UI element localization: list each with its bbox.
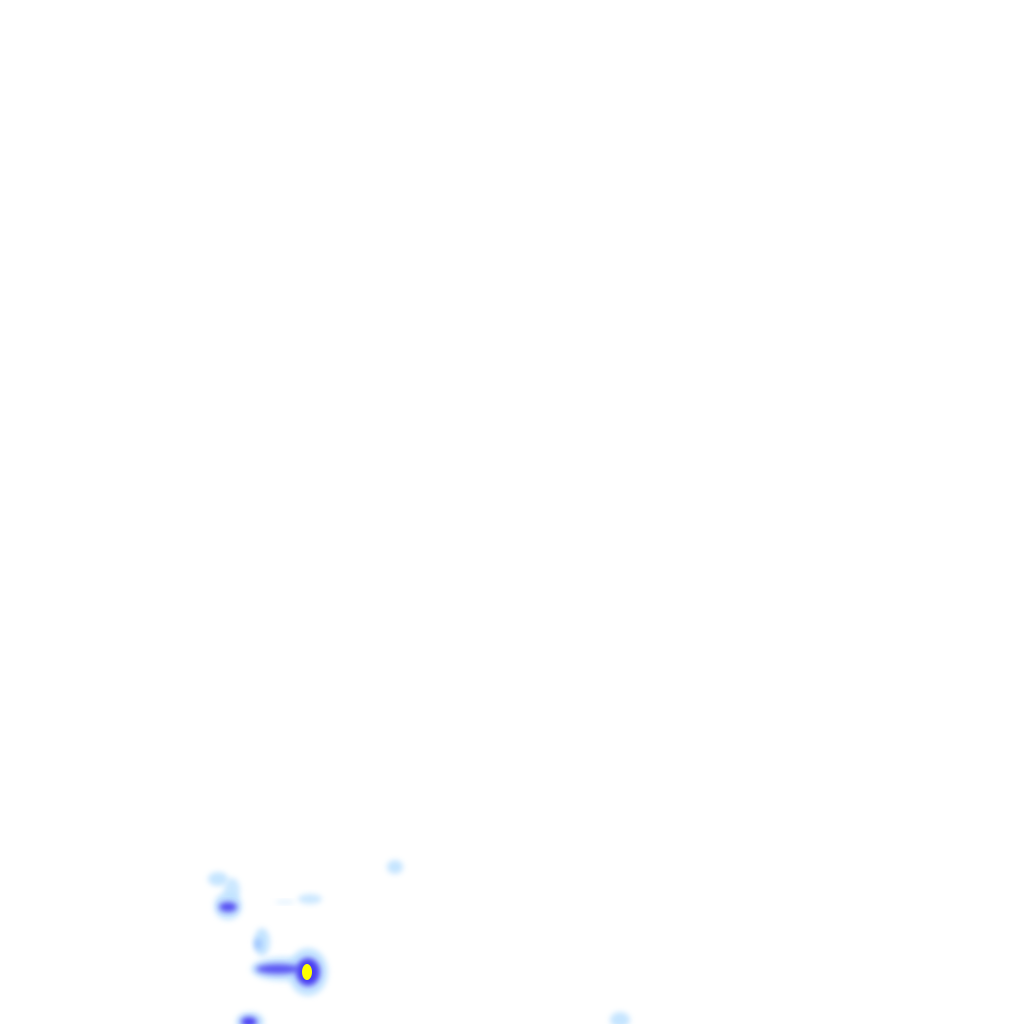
heat-peak — [302, 964, 312, 980]
heat-blob-low — [208, 872, 228, 886]
heat-blob-low — [387, 860, 403, 874]
heat-blob-low — [610, 1012, 630, 1024]
heat-blob-low — [275, 900, 295, 904]
heat-blob-low — [298, 894, 322, 904]
heat-blob-high — [219, 902, 237, 912]
heat-blob-mid — [254, 938, 262, 950]
heat-blob-high — [241, 1017, 257, 1024]
heat-blob-high — [256, 964, 300, 974]
